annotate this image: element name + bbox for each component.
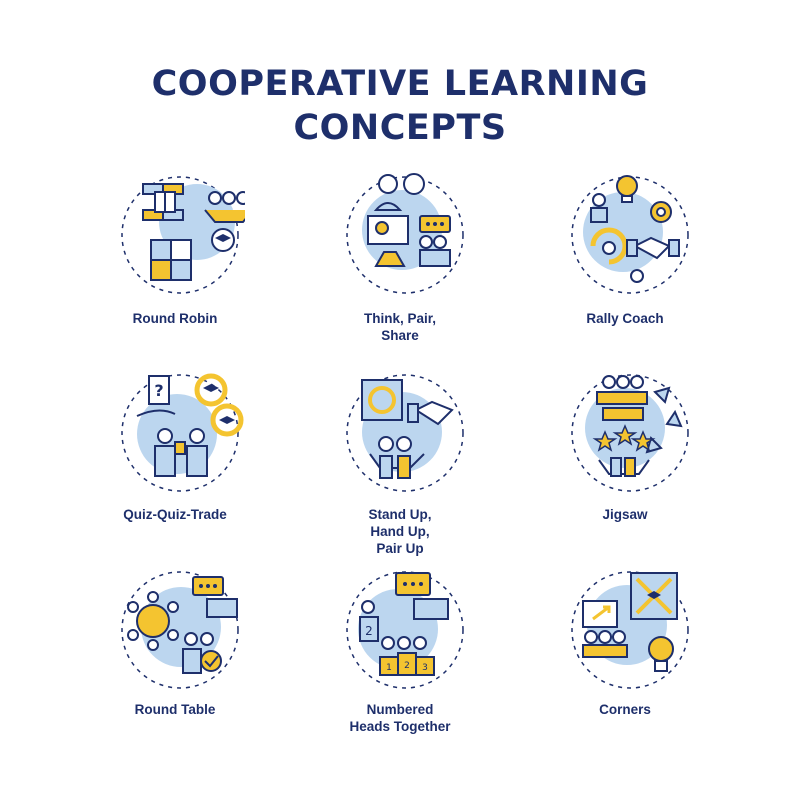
concept-label: Think, Pair, Share (363, 311, 437, 343)
concept-label: Round Table (134, 702, 216, 717)
svg-text:?: ? (154, 381, 163, 400)
refresh-handshake-group-icon (340, 368, 470, 498)
hands-puzzle-graduation-icon (115, 170, 245, 300)
concept-label: Jigsaw (602, 507, 648, 522)
round-table-team-icon (115, 565, 245, 695)
concept-label: Rally Coach (586, 311, 664, 326)
svg-text:3: 3 (422, 663, 428, 673)
concept-label: Numbered Heads Together (349, 702, 451, 734)
concept-label: Round Robin (132, 311, 218, 326)
title-line-2: CONCEPTS (293, 108, 507, 148)
svg-text:2: 2 (404, 661, 410, 671)
concept-label: Stand Up, Hand Up, Pair Up (368, 507, 432, 556)
svg-text:1: 1 (386, 663, 392, 673)
title-line-1: COOPERATIVE LEARNING (151, 64, 649, 104)
question-card-exchange-icon: ? (115, 368, 245, 498)
page-title: COOPERATIVE LEARNING CONCEPTS (0, 62, 800, 150)
concept-label: Quiz-Quiz-Trade (123, 507, 227, 522)
group-stars-arrows-icon (565, 368, 695, 498)
numbered-podium-chat-icon: 2 1 2 3 (340, 565, 470, 695)
concept-label: Corners (599, 702, 651, 717)
svg-text:2: 2 (365, 624, 373, 638)
expand-arrows-lightbulb-icon (565, 565, 695, 695)
thinking-people-chat-icon (340, 170, 470, 300)
lightbulb-gear-handshake-icon (565, 170, 695, 300)
